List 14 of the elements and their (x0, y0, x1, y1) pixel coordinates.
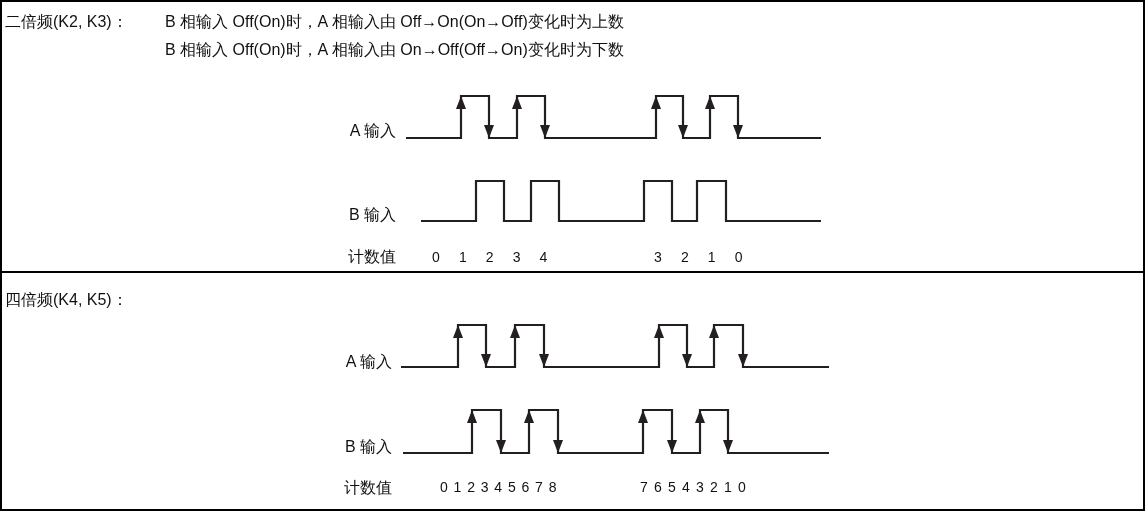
rule-text: B 相输入 Off(On)时，A 相输入由 Off→On(On→Off)变化时为上数 (165, 12, 624, 32)
row-heading: 二倍频(K2, K3)： (5, 12, 128, 32)
row-heading: 四倍频(K4, K5)： (5, 290, 128, 310)
signal-label: A 输入 (349, 121, 396, 141)
count-values: 012345678 (440, 478, 563, 497)
count-values: 0 1 2 3 4 (432, 248, 555, 267)
signal-label: B 输入 (348, 205, 396, 225)
rule-text: B 相输入 Off(On)时，A 相输入由 On→Off(Off→On)变化时为下数 (165, 40, 624, 60)
signal-label: B 输入 (344, 437, 392, 457)
count-values: 76543210 (640, 478, 752, 497)
count-label: 计数值 (348, 247, 396, 267)
count-values: 3 2 1 0 (654, 248, 750, 267)
count-label: 计数值 (344, 478, 392, 498)
signal-label: A 输入 (345, 352, 392, 372)
